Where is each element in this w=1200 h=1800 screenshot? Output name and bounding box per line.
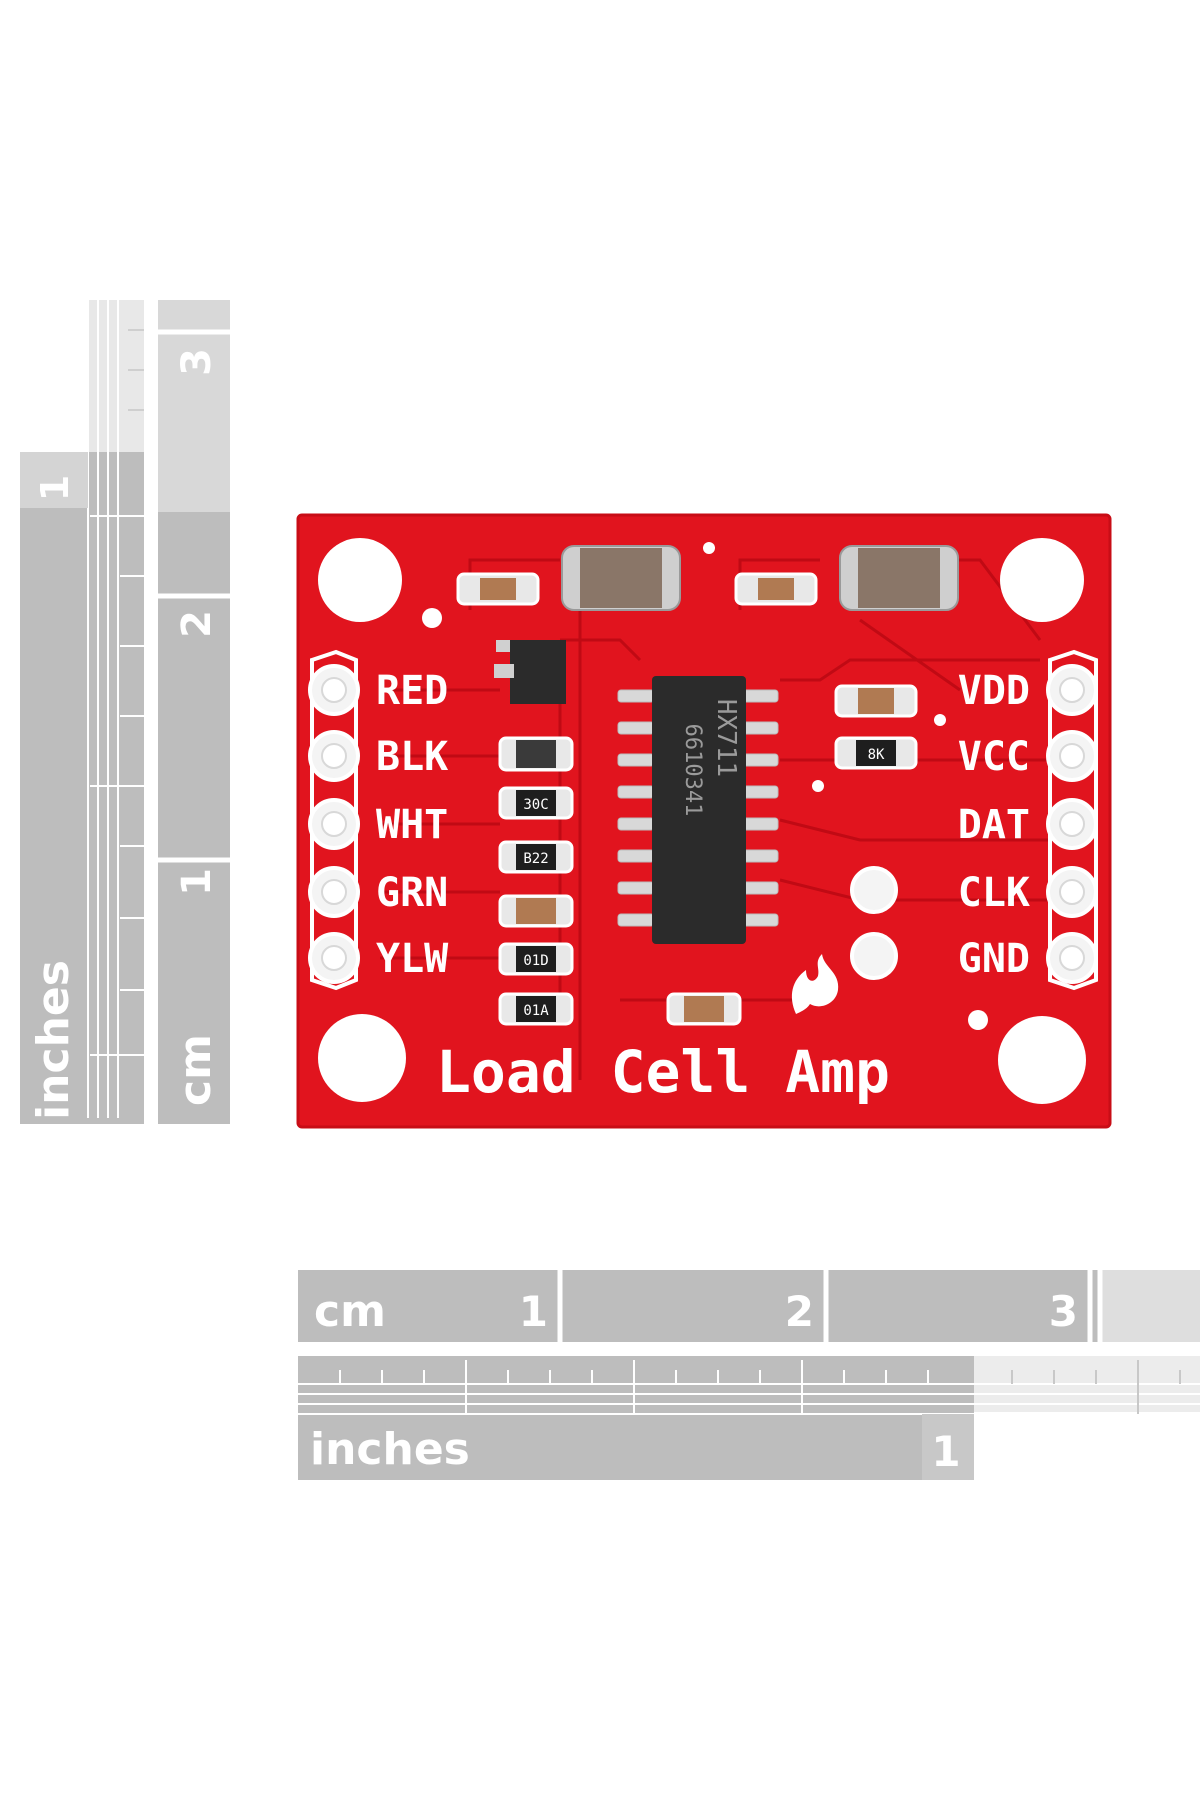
cm-bar-horizontal bbox=[298, 1270, 1198, 1342]
chip-code: 6610341 bbox=[680, 724, 705, 817]
pin-label-blk: BLK bbox=[376, 734, 448, 780]
chip-right-legs bbox=[741, 689, 779, 927]
inches-scale-lines-faded bbox=[128, 329, 144, 411]
left-pin-pads bbox=[308, 664, 360, 984]
transistor bbox=[494, 640, 566, 704]
test-pad-2 bbox=[850, 932, 898, 980]
cm-mark-horizontal-3: 3 bbox=[1049, 1287, 1078, 1336]
mounting-hole-top-left bbox=[318, 538, 402, 622]
cm-dividers-horizontal bbox=[557, 1270, 1103, 1342]
pin-label-ylw: YLW bbox=[376, 936, 449, 982]
board-title: Load Cell Amp bbox=[436, 1038, 890, 1106]
resistor-1: 30C bbox=[498, 786, 574, 820]
pin-label-vcc: VCC bbox=[958, 734, 1030, 780]
resistor-code-5: 8K bbox=[868, 747, 885, 763]
mounting-hole-top-right bbox=[1000, 538, 1084, 622]
inches-bar-horizontal bbox=[298, 1356, 974, 1480]
cm-bar-horizontal-faded bbox=[1098, 1270, 1200, 1342]
pin-label-gnd: GND bbox=[958, 936, 1030, 982]
cm-label-horizontal: cm bbox=[314, 1286, 386, 1337]
cm-dividers bbox=[158, 329, 230, 863]
capacitor-small-1 bbox=[498, 894, 574, 928]
pin-label-clk: CLK bbox=[958, 870, 1030, 916]
inches-top-cap bbox=[20, 452, 88, 508]
pin-label-grn: GRN bbox=[376, 870, 448, 916]
inches-scale-faded bbox=[88, 300, 144, 452]
horizontal-ruler: cm 1 2 3 bbox=[298, 1270, 1200, 1480]
resistor-code-1: 30C bbox=[523, 797, 548, 813]
left-pin-labels: RED BLK WHT GRN YLW bbox=[376, 668, 449, 982]
vertical-ruler: inches 1 cm 1 2 3 bbox=[20, 300, 230, 1124]
right-pin-labels: VDD VCC DAT CLK GND bbox=[958, 668, 1030, 982]
chip-name: HX711 bbox=[711, 699, 741, 777]
inches-label: inches bbox=[28, 960, 79, 1120]
pcb-board: RED BLK WHT GRN YLW VDD VCC DAT CLK GND bbox=[296, 513, 1112, 1129]
resistor-5: 8K bbox=[834, 736, 918, 770]
capacitor-1 bbox=[561, 545, 681, 611]
cm-mark-1: 1 bbox=[174, 868, 220, 896]
resistor-3: 01D bbox=[498, 942, 574, 976]
hx711-chip: HX711 6610341 bbox=[617, 676, 779, 944]
smd-top-left bbox=[456, 572, 540, 606]
smd-right-1 bbox=[834, 684, 918, 718]
cm-bar-faded bbox=[158, 300, 230, 512]
inches-scale-lines bbox=[87, 300, 144, 1118]
pin-label-wht: WHT bbox=[376, 802, 448, 848]
cm-mark-2: 2 bbox=[174, 610, 220, 638]
resistor-2: B22 bbox=[498, 840, 574, 874]
inches-label-horizontal: inches bbox=[310, 1424, 470, 1475]
inches-bar bbox=[20, 452, 144, 1124]
inches-mark-horizontal-1: 1 bbox=[931, 1427, 960, 1476]
pin-label-vdd: VDD bbox=[958, 668, 1030, 714]
chip-left-legs bbox=[617, 689, 655, 927]
capacitor-2 bbox=[839, 545, 959, 611]
test-pad-1 bbox=[850, 866, 898, 914]
vias bbox=[422, 542, 988, 1030]
inches-scale-lines-faded-horizontal bbox=[1011, 1360, 1181, 1414]
smd-blk-row bbox=[498, 736, 574, 772]
cm-label: cm bbox=[170, 1034, 221, 1106]
mounting-hole-bottom-right bbox=[998, 1016, 1086, 1104]
mounting-holes bbox=[318, 538, 1086, 1104]
left-header bbox=[308, 649, 360, 991]
pin-label-red: RED bbox=[376, 668, 448, 714]
cm-mark-3: 3 bbox=[174, 348, 220, 376]
inches-end-cap bbox=[922, 1414, 974, 1480]
right-header bbox=[1046, 649, 1098, 991]
cm-mark-horizontal-1: 1 bbox=[519, 1287, 548, 1336]
smd-top-center bbox=[734, 572, 818, 606]
resistor-code-3: 01D bbox=[523, 953, 548, 969]
pin-label-dat: DAT bbox=[958, 802, 1030, 848]
cm-mark-horizontal-2: 2 bbox=[785, 1287, 814, 1336]
resistor-code-4: 01A bbox=[523, 1003, 549, 1019]
capacitor-small-bottom bbox=[666, 992, 742, 1026]
chip-body bbox=[652, 676, 746, 944]
resistor-code-2: B22 bbox=[523, 851, 548, 867]
resistor-column: 30C B22 01D 01A bbox=[498, 736, 742, 1026]
inches-scale-lines-horizontal bbox=[298, 1360, 1200, 1415]
inches-mark-1: 1 bbox=[33, 475, 77, 501]
resistor-4: 01A bbox=[498, 992, 574, 1026]
mounting-hole-bottom-left bbox=[318, 1014, 406, 1102]
flame-logo-icon bbox=[791, 954, 839, 1014]
